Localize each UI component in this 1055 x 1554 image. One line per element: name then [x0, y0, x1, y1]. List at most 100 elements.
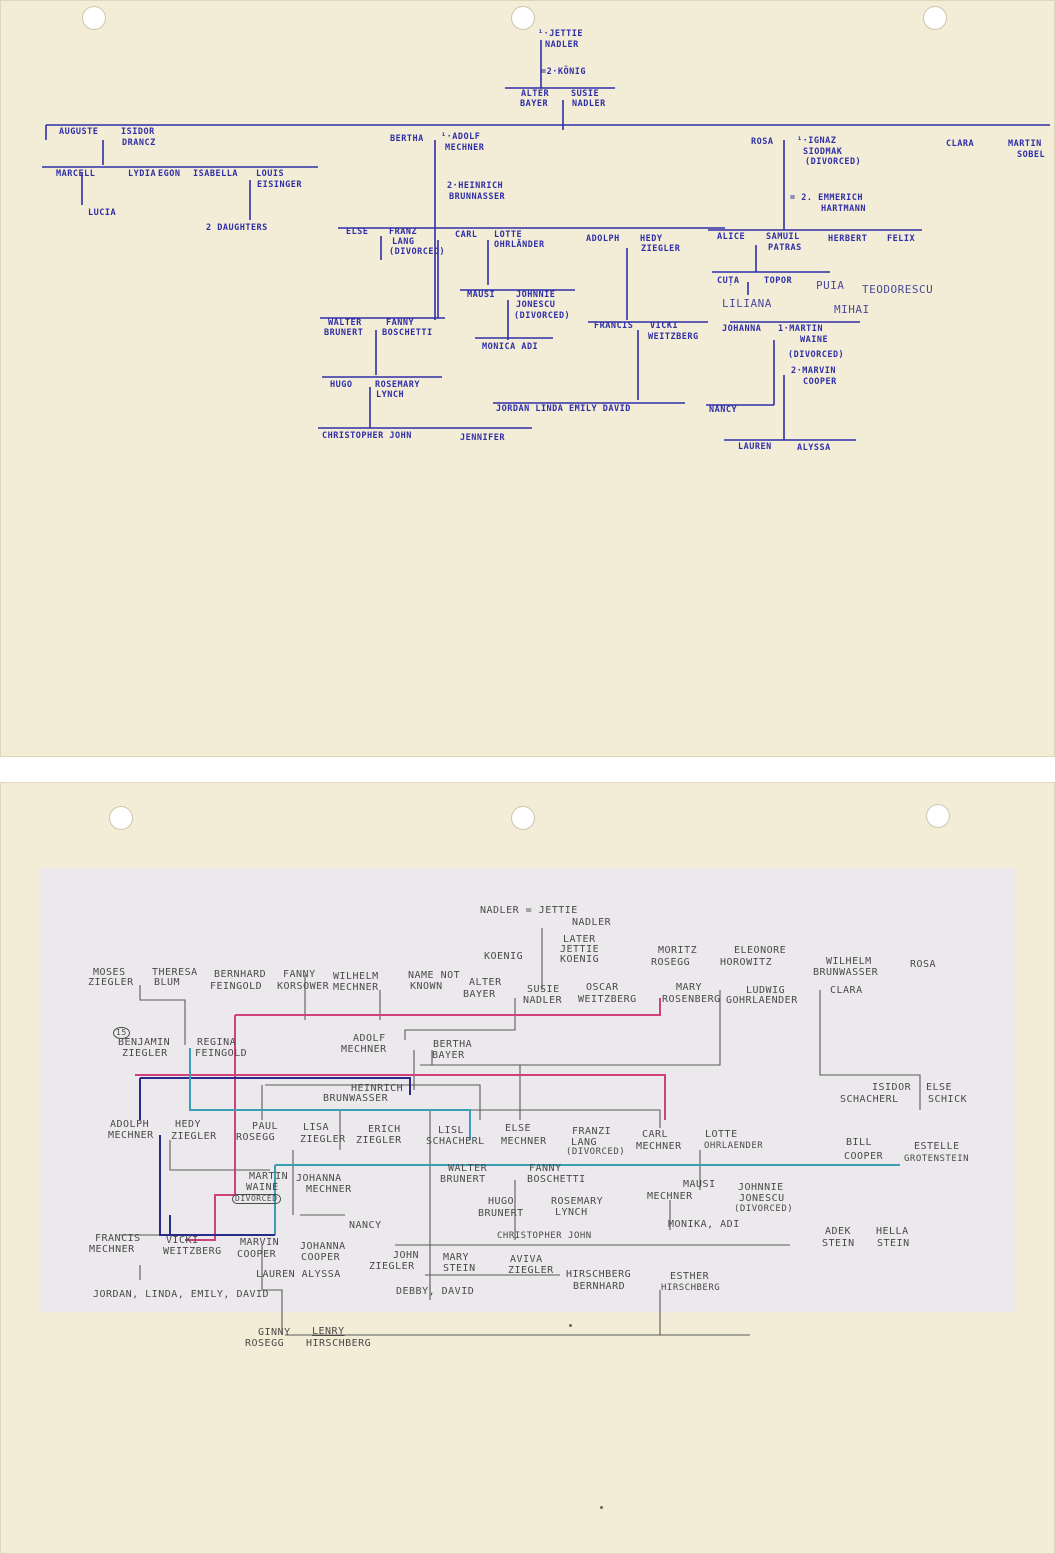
p-else1: ELSE: [926, 1082, 953, 1093]
pasted-pencil-sheet: [40, 868, 1015, 1312]
name-patras: PATRAS: [768, 243, 802, 253]
name-ignaz: ¹·IGNAZ: [797, 136, 837, 146]
name-brunnasser: BRUNNASSER: [449, 192, 506, 202]
p-ziegler2: ZIEGLER: [122, 1048, 168, 1059]
p-jordan-row: JORDAN, LINDA, EMILY, DAVID: [93, 1289, 270, 1300]
name-fanny: FANNY: [386, 318, 415, 328]
name-jonescu: JONESCU: [516, 300, 556, 310]
p-ziegler1: ZIEGLER: [88, 977, 134, 988]
p-schacherl1: SCHACHERL: [840, 1094, 899, 1105]
name-herbert: HERBERT: [828, 234, 868, 244]
p-mechner4: MECHNER: [501, 1136, 547, 1147]
name-2-daughters: 2 DAUGHTERS: [206, 223, 268, 233]
p-erich: ERICH: [368, 1124, 401, 1135]
p-stein2: STEIN: [877, 1238, 910, 1249]
upper-album-page: [0, 0, 1055, 757]
p-feingold: FEINGOLD: [210, 981, 263, 992]
p-hirschberg2: HIRSCHBERG: [661, 1283, 721, 1293]
p-mechner5: MECHNER: [636, 1141, 682, 1152]
p-john: JOHN: [393, 1250, 420, 1261]
name-alyssa: ALYSSA: [797, 443, 831, 453]
name-clara: CLARA: [946, 139, 975, 149]
p-adek: ADEK: [825, 1226, 852, 1237]
name-lynch: LYNCH: [376, 390, 405, 400]
p-cooper2: COOPER: [237, 1249, 277, 1260]
p-ohrlaender: OHRLAENDER: [704, 1141, 764, 1151]
punch-hole: [82, 6, 106, 30]
name-marcell: MARCELL: [56, 169, 96, 179]
p-later-koenig: KOENIG: [560, 954, 600, 965]
name-sobel: SOBEL: [1017, 150, 1046, 160]
p-weitzberg1: WEITZBERG: [578, 994, 637, 1005]
name-martin-waine: 1·MARTIN: [778, 324, 823, 334]
p-bayer1: BAYER: [463, 989, 496, 1000]
p-grotenstein: GROTENSTEIN: [904, 1154, 970, 1164]
p-brunwasser2: BRUNWASSER: [323, 1093, 389, 1104]
p-lisl: LISL: [438, 1125, 465, 1136]
p-rosa: ROSA: [910, 959, 937, 970]
name-emmerich: = 2. EMMERICH: [790, 193, 864, 203]
p-brunert1: BRUNERT: [440, 1174, 486, 1185]
p-mausi: MAUSI: [683, 1179, 716, 1190]
p-mechner3: MECHNER: [108, 1130, 154, 1141]
p-benjamin: BENJAMIN: [118, 1037, 171, 1048]
p-clara: CLARA: [830, 985, 863, 996]
p-lynch: LYNCH: [555, 1207, 588, 1218]
p-carl: CARL: [642, 1129, 669, 1140]
p-horowitz: HOROWITZ: [720, 957, 773, 968]
p-rosenberg: ROSENBERG: [662, 994, 721, 1005]
name-lauren: LAUREN: [738, 442, 772, 452]
name-siodmak: SIODMAK: [803, 147, 843, 157]
p-lenry: LENRY: [312, 1326, 345, 1337]
p-heinrich: HEINRICH: [351, 1083, 404, 1094]
p-eleonore: ELEONORE: [734, 945, 787, 956]
p-ginny: GINNY: [258, 1327, 291, 1338]
name-rosa-divorced: (DIVORCED): [805, 157, 862, 167]
p-regina: REGINA: [197, 1037, 237, 1048]
p-jonescu: JONESCU: [739, 1193, 785, 1204]
name-liliana: LILIANA: [722, 297, 772, 310]
p-esther: ESTHER: [670, 1271, 710, 1282]
p-brunert2: BRUNERT: [478, 1208, 524, 1219]
p-moritz: MORITZ: [658, 945, 698, 956]
p-hirschberg1: HIRSCHBERG: [566, 1269, 632, 1280]
name-heinrich: 2·HEINRICH: [447, 181, 504, 191]
name-waine: WAINE: [800, 335, 829, 345]
p-nancy: NANCY: [349, 1220, 382, 1231]
p-rosegg1: ROSEGG: [651, 957, 691, 968]
p-korsower: KORSOWER: [277, 981, 330, 992]
p-lang: LANG: [571, 1137, 598, 1148]
p-nadler2: NADLER: [572, 917, 612, 928]
name-jettie: ¹·JETTIE: [538, 29, 583, 39]
name-hugo: HUGO: [330, 380, 353, 390]
p-adolf: ADOLF: [353, 1033, 386, 1044]
p-marvin: MARVIN: [240, 1237, 280, 1248]
p-ludwig: LUDWIG: [746, 985, 786, 996]
p-bill: BILL: [846, 1137, 873, 1148]
name-nancy: NANCY: [709, 405, 738, 415]
name-weitzberg: WEITZBERG: [648, 332, 699, 342]
name-mausi-divorced: (DIVORCED): [514, 311, 571, 321]
name-johanna-divorced: (DIVORCED): [788, 350, 845, 360]
p-else2: ELSE: [505, 1123, 532, 1134]
name-mihai: MIHAI: [834, 303, 870, 316]
p-schick: SCHICK: [928, 1094, 968, 1105]
p-ziegler5: ZIEGLER: [356, 1135, 402, 1146]
p-divorced2: DIVORCED: [232, 1194, 281, 1205]
p-hedy: HEDY: [175, 1119, 202, 1130]
p-later: LATER: [563, 934, 596, 945]
p-lotte: LOTTE: [705, 1129, 738, 1140]
p-hugo: HUGO: [488, 1196, 515, 1207]
name-hedy: HEDY: [640, 234, 663, 244]
p-brunwasser1: BRUNWASSER: [813, 967, 879, 978]
name-carl: CARL: [455, 230, 478, 240]
name-franz: FRANZ: [389, 227, 418, 237]
name-drancz: DRANCZ: [122, 138, 156, 148]
p-theresa: THERESA: [152, 967, 198, 978]
p-cooper3: COOPER: [301, 1252, 341, 1263]
name-marvin: 2·MARVIN: [791, 366, 836, 376]
p-weitzberg2: WEITZBERG: [163, 1246, 222, 1257]
name-jettie-nadler: NADLER: [545, 40, 579, 50]
name-konig: =2·KÖNIG: [541, 67, 586, 77]
